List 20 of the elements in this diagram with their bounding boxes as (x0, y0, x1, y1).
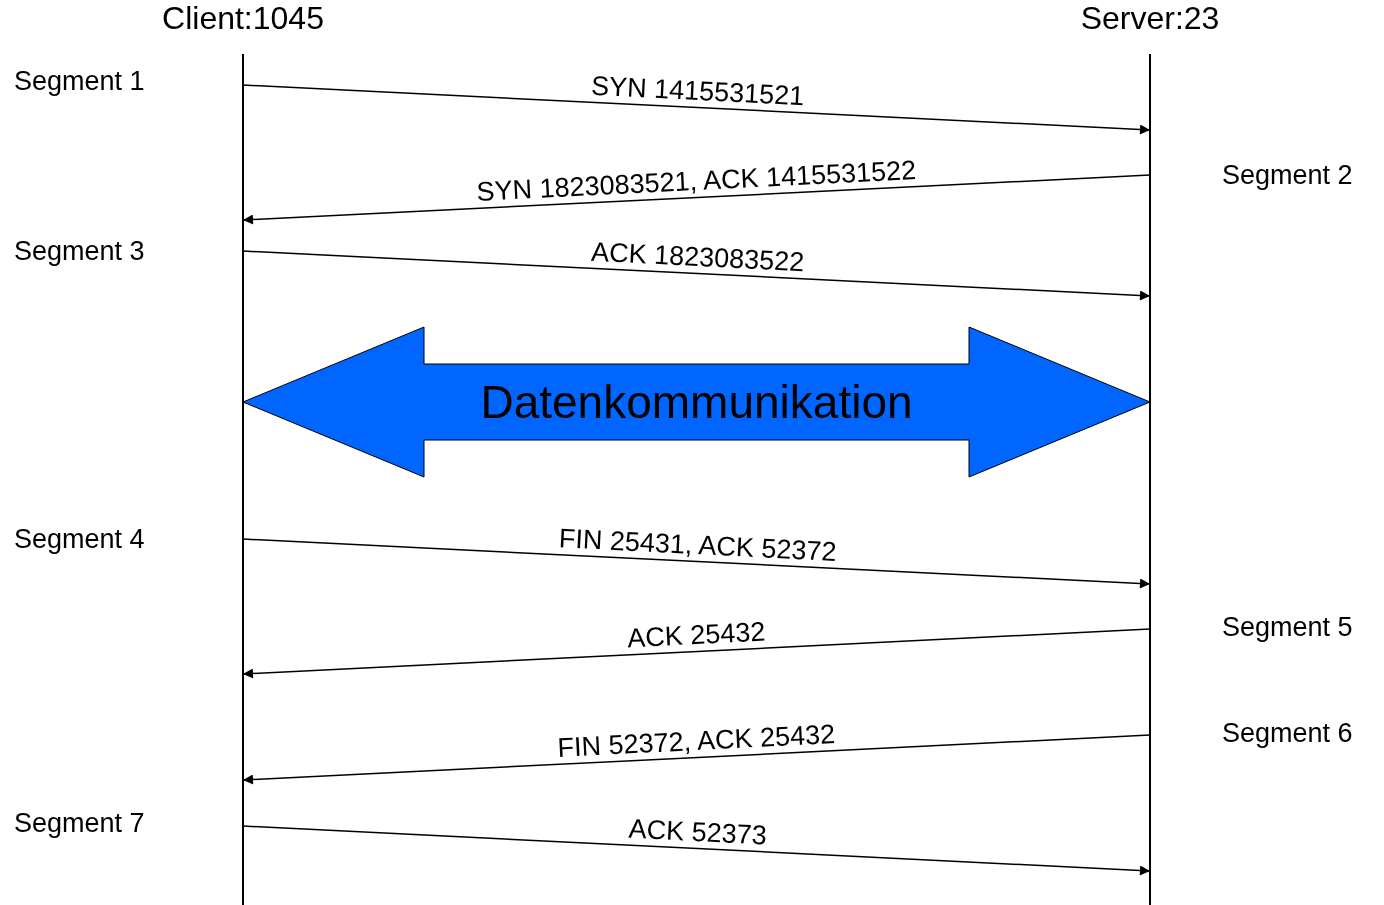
arrow (242, 174, 1151, 225)
arrow (242, 628, 1151, 679)
double-block-arrow (242, 326, 1151, 478)
segment-label: Segment 7 (14, 810, 145, 837)
lifeline-heading: Client:1045 (162, 0, 324, 37)
segment-label: Segment 3 (14, 238, 145, 265)
arrow-text: Datenkommunikation (480, 375, 913, 429)
lifeline-heading: Server:23 (1080, 0, 1220, 37)
arrow (242, 250, 1151, 301)
lifeline (242, 54, 244, 905)
segment-label: Segment 2 (1222, 162, 1353, 189)
segment-label: Segment 1 (14, 68, 145, 95)
segment-label: Segment 4 (14, 526, 145, 553)
lifeline (1149, 54, 1151, 905)
segment-label: Segment 5 (1222, 614, 1353, 641)
arrow (242, 734, 1151, 785)
arrow (242, 84, 1151, 135)
segment-label: Segment 6 (1222, 720, 1353, 747)
arrow (242, 538, 1151, 589)
arrow (242, 825, 1151, 876)
